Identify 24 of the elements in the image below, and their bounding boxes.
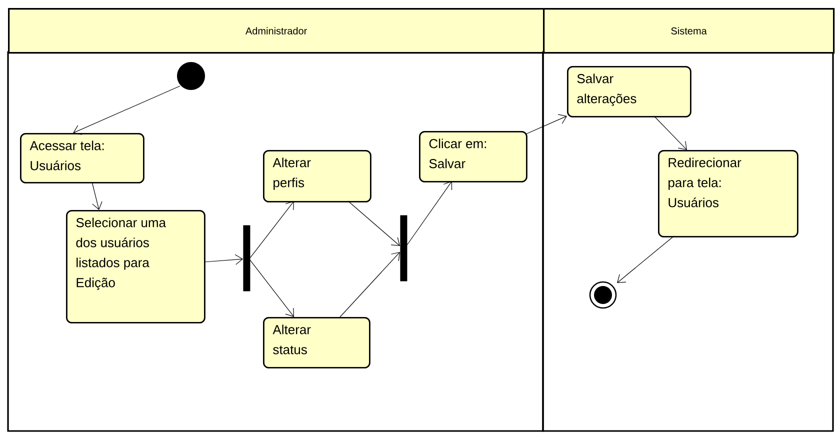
action-box: Clicar em: Salvar xyxy=(419,131,528,182)
arrow xyxy=(204,254,243,265)
arrow xyxy=(73,86,180,135)
start-node xyxy=(177,62,205,90)
action-box: Selecionar uma dos usuários listados para Edição xyxy=(66,210,206,324)
action-box: Alterar perfis xyxy=(263,150,372,202)
arrow xyxy=(526,114,567,134)
fork-bar xyxy=(243,225,250,292)
arrow xyxy=(250,201,294,258)
arrow xyxy=(250,260,294,317)
arrow xyxy=(348,200,400,246)
node-label: Administrador xyxy=(245,27,307,34)
action-box: Alterar status xyxy=(263,317,370,368)
arrow xyxy=(406,181,452,246)
fork-bar xyxy=(400,215,408,282)
node-label: Sistema xyxy=(671,27,707,34)
end-node xyxy=(589,281,617,309)
arrow xyxy=(654,116,687,150)
action-box: Salvar alterações xyxy=(567,66,692,118)
action-box: Acessar tela: Usuários xyxy=(20,133,144,184)
action-box: Redirecionar para tela: Usuários xyxy=(658,150,798,238)
arrow xyxy=(617,236,674,283)
arrow xyxy=(92,182,102,210)
arrow xyxy=(340,252,400,318)
